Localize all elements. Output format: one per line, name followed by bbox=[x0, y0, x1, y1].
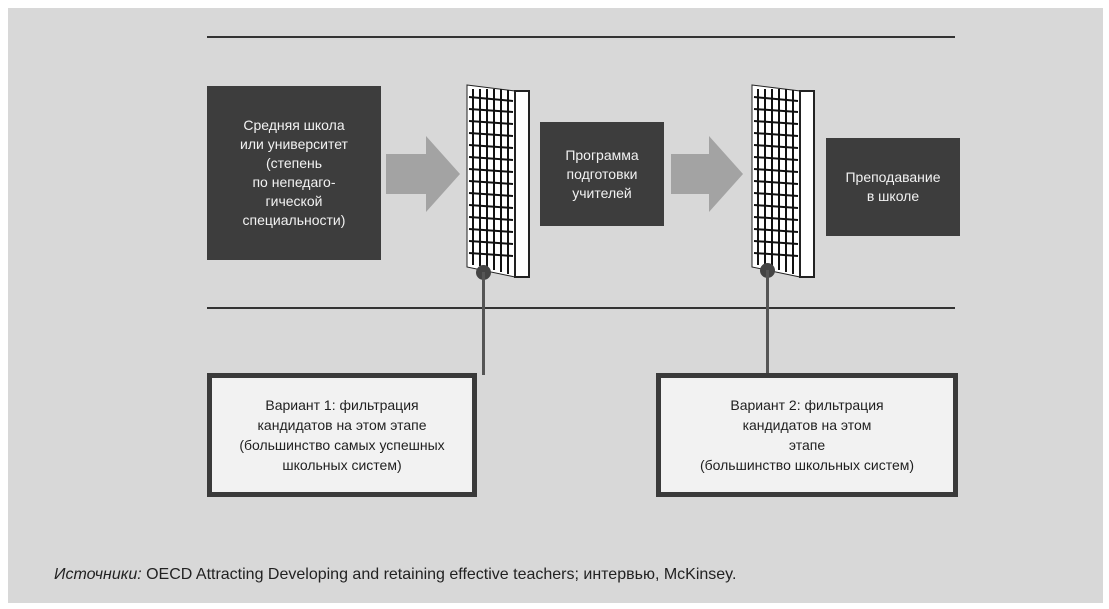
filter-1-icon bbox=[466, 84, 530, 278]
source-note: Источники: OECD Attracting Developing an… bbox=[54, 566, 736, 584]
flow-arrow-2 bbox=[671, 136, 743, 212]
stage-teaching-in-school: Преподавание в школе bbox=[826, 138, 960, 236]
stage-secondary-or-university: Средняя школа или университет (степень п… bbox=[207, 86, 381, 260]
bottom-divider bbox=[207, 307, 955, 309]
diagram-panel bbox=[8, 8, 1103, 603]
source-label: Источники: bbox=[54, 566, 142, 583]
filter-1-connector bbox=[482, 272, 485, 375]
option-1-box: Вариант 1: фильтрация кандидатов на этом… bbox=[207, 373, 477, 497]
stage-teacher-training: Программа подготовки учителей bbox=[540, 122, 664, 226]
flow-arrow-1 bbox=[386, 136, 460, 212]
filter-2-icon bbox=[751, 84, 815, 278]
filter-2-connector bbox=[766, 270, 769, 375]
top-divider bbox=[207, 36, 955, 38]
option-2-box: Вариант 2: фильтрация кандидатов на этом… bbox=[656, 373, 958, 497]
source-text: OECD Attracting Developing and retaining… bbox=[141, 566, 737, 583]
